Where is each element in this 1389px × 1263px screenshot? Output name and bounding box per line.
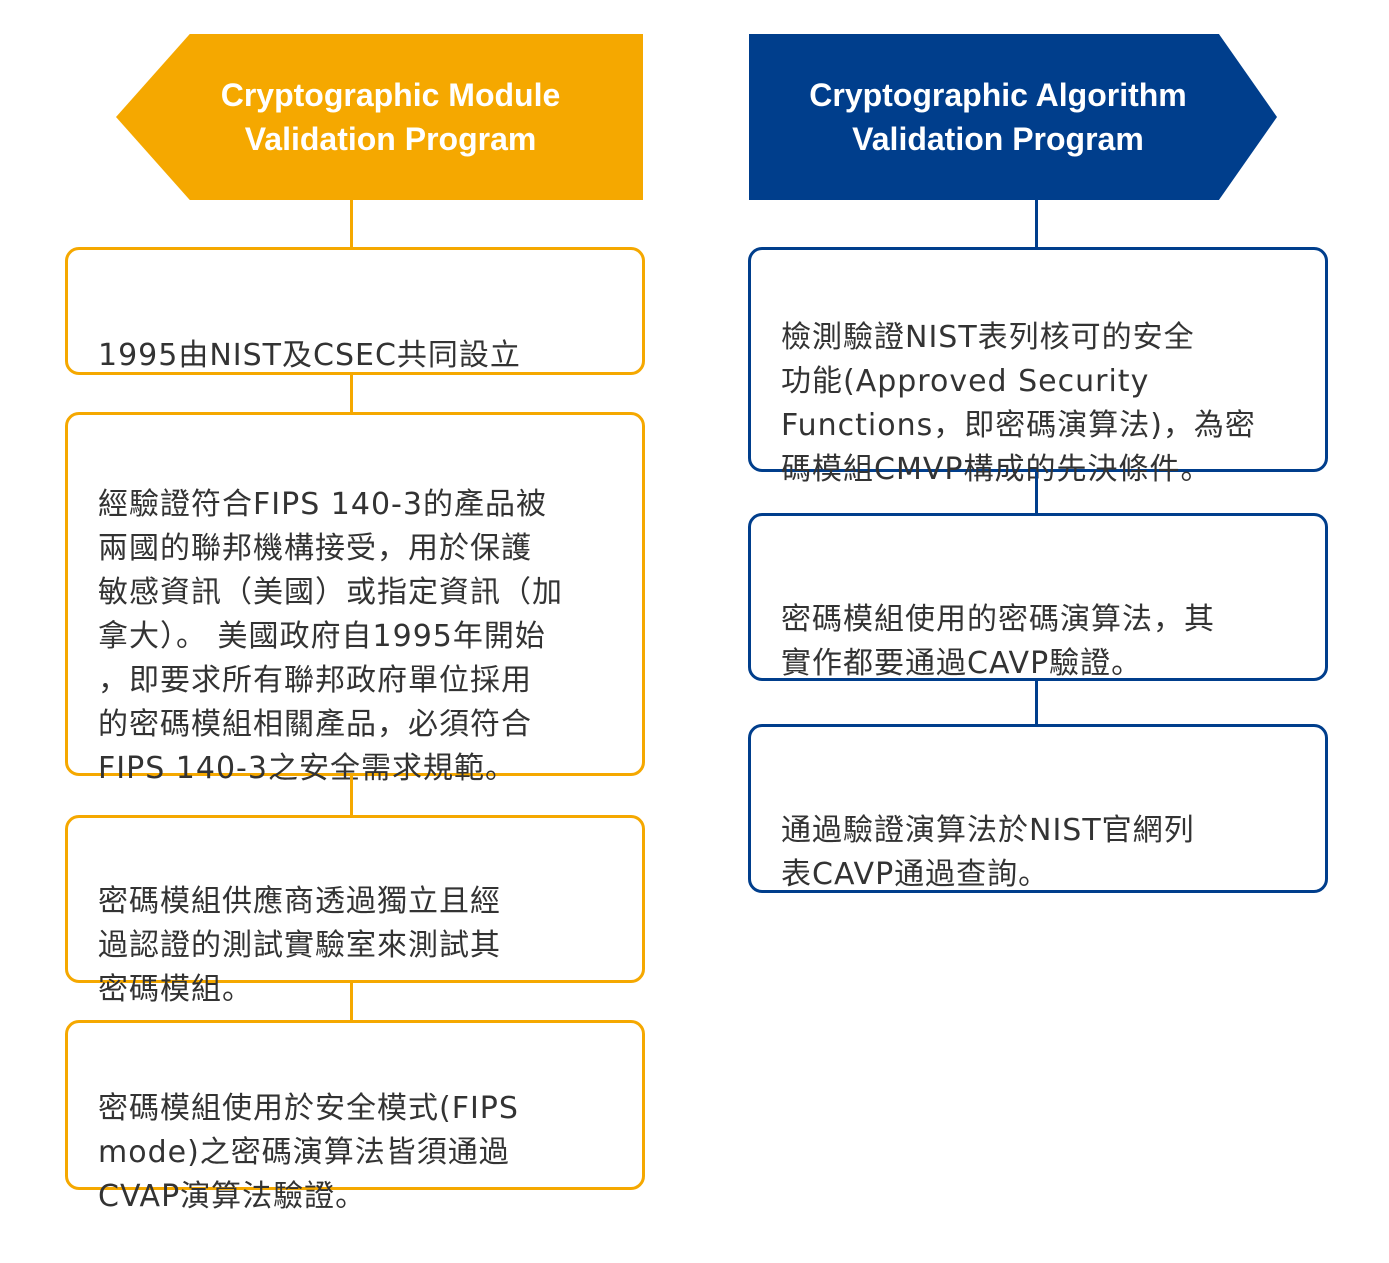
module-step-3-text: 密碼模組供應商透過獨立且經 過認證的測試實驗室來測試其 密碼模組。 bbox=[98, 884, 501, 1007]
module-connector-3 bbox=[350, 776, 353, 816]
module-connector-2 bbox=[350, 375, 353, 413]
module-program-column: Cryptographic Module Validation Program … bbox=[0, 0, 700, 1251]
algorithm-program-column: Cryptographic Algorithm Validation Progr… bbox=[700, 0, 1389, 1251]
module-step-4-text: 密碼模組使用於安全模式(FIPS mode)之密碼演算法皆須通過 CVAP演算法… bbox=[98, 1091, 519, 1214]
module-connector-4 bbox=[350, 983, 353, 1021]
module-program-title: Cryptographic Module Validation Program bbox=[220, 77, 561, 157]
algorithm-step-2: 密碼模組使用的密碼演算法，其 實作都要通過CAVP驗證。 bbox=[748, 513, 1328, 681]
module-step-4: 密碼模組使用於安全模式(FIPS mode)之密碼演算法皆須通過 CVAP演算法… bbox=[65, 1020, 645, 1214]
module-step-3: 密碼模組供應商透過獨立且經 過認證的測試實驗室來測試其 密碼模組。 bbox=[65, 815, 645, 1007]
algorithm-step-3-text: 通過驗證演算法於NIST官網列 表CAVP通過查詢。 bbox=[781, 813, 1195, 892]
algorithm-step-1: 檢測驗證NIST表列核可的安全 功能(Approved Security Fun… bbox=[748, 247, 1328, 487]
algorithm-step-3: 通過驗證演算法於NIST官網列 表CAVP通過查詢。 bbox=[748, 724, 1328, 893]
module-program-banner: Cryptographic Module Validation Program bbox=[116, 34, 643, 200]
algorithm-connector-3 bbox=[1035, 681, 1038, 725]
module-connector-1 bbox=[350, 200, 353, 248]
algorithm-connector-1 bbox=[1035, 200, 1038, 248]
algorithm-program-title: Cryptographic Algorithm Validation Progr… bbox=[809, 77, 1187, 157]
algorithm-connector-2 bbox=[1035, 472, 1038, 514]
algorithm-step-1-text: 檢測驗證NIST表列核可的安全 功能(Approved Security Fun… bbox=[781, 320, 1256, 487]
algorithm-program-banner: Cryptographic Algorithm Validation Progr… bbox=[749, 34, 1277, 200]
algorithm-step-2-text: 密碼模組使用的密碼演算法，其 實作都要通過CAVP驗證。 bbox=[781, 602, 1215, 681]
module-step-2-text: 經驗證符合FIPS 140-3的產品被 兩國的聯邦機構接受，用於保護 敏感資訊（… bbox=[98, 487, 563, 786]
module-step-2: 經驗證符合FIPS 140-3的產品被 兩國的聯邦機構接受，用於保護 敏感資訊（… bbox=[65, 412, 645, 786]
module-step-1-text: 1995由NIST及CSEC共同設立 bbox=[98, 338, 521, 373]
module-step-1: 1995由NIST及CSEC共同設立 bbox=[65, 247, 645, 375]
